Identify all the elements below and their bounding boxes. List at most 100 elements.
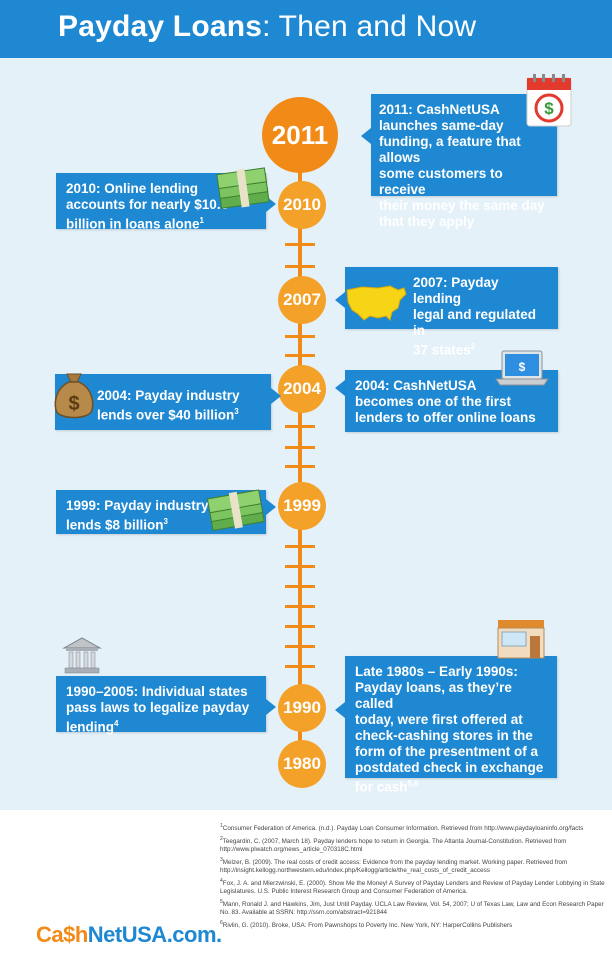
event-line: becomes one of the first — [355, 394, 512, 409]
year-node-2007: 2007 — [278, 276, 326, 324]
event-line: 37 states2 — [413, 339, 548, 359]
callout-arrow — [271, 388, 281, 404]
footnote-number: 6 — [220, 919, 223, 926]
event-line: 2011: CashNetUSA — [379, 102, 500, 117]
event-line-text: lends $8 billion — [66, 517, 164, 533]
year-node-1980: 1980 — [278, 740, 326, 788]
event-line: billion in loans alone1 — [66, 213, 256, 233]
timeline-tick — [285, 565, 315, 568]
timeline-tick — [285, 605, 315, 608]
timeline-tick — [285, 425, 315, 428]
footnote-text: Rivlin, G. (2010). Broke, USA: From Pawn… — [222, 921, 513, 929]
event-card-2004-industry: 2004: Payday industry lends over $40 bil… — [55, 374, 271, 430]
bank-building-icon — [62, 637, 102, 674]
footnote: 1Consumer Federation of America. (n.d.).… — [220, 822, 605, 833]
event-line: 2007: Payday lending — [413, 275, 499, 306]
page-title: Payday Loans: Then and Now — [58, 10, 476, 44]
event-line: lenders to offer online loans — [355, 410, 536, 425]
callout-arrow — [335, 702, 345, 718]
year-node-1999: 1999 — [278, 482, 326, 530]
timeline-axis — [298, 140, 302, 760]
event-line: check-cashing stores in the — [355, 728, 533, 743]
footnote-ref: 5,6 — [407, 779, 419, 788]
event-line: Late 1980s – Early 1990s: — [355, 664, 518, 679]
page-title-rest: : Then and Now — [262, 10, 477, 43]
timeline-tick — [285, 665, 315, 668]
money-stack-icon — [216, 167, 270, 209]
event-line: lends over $40 billion3 — [97, 404, 261, 424]
event-line: postdated check in exchange — [355, 760, 544, 775]
footnote: 3Melzer, B. (2009). The real costs of cr… — [220, 856, 605, 876]
event-line: 2010: Online lending — [66, 181, 199, 196]
svg-text:$: $ — [544, 99, 554, 118]
footnote-ref: 2 — [470, 342, 476, 351]
footnote-ref: 3 — [163, 517, 168, 526]
timeline-tick — [285, 545, 315, 548]
callout-arrow — [361, 128, 371, 144]
event-line: 2004: Payday industry — [97, 388, 240, 403]
footnote-number: 4 — [220, 877, 223, 884]
timeline-tick — [285, 446, 315, 449]
storefront-icon — [497, 620, 545, 659]
footnote-text: Mann, Ronald J. and Hawkins, Jim, Just U… — [220, 900, 604, 917]
timeline-tick — [285, 265, 315, 268]
callout-arrow — [335, 380, 345, 396]
event-line-text: 37 states — [413, 342, 471, 358]
page-title-bold: Payday Loans — [58, 10, 263, 43]
svg-text:$: $ — [519, 360, 526, 374]
callout-arrow — [266, 196, 276, 212]
logo-part-cash: Ca$h — [36, 922, 88, 947]
timeline-tick — [285, 625, 315, 628]
event-line: lends $8 billion3 — [66, 514, 256, 534]
timeline-tick — [285, 465, 315, 468]
event-line-text: for cash — [355, 779, 408, 795]
svg-text:$: $ — [68, 393, 79, 415]
footnote-number: 5 — [220, 898, 223, 905]
money-stack-icon — [206, 489, 265, 532]
event-card-late-1980s: Late 1980s – Early 1990s: Payday loans, … — [345, 656, 557, 795]
event-line: 1999: Payday industry — [66, 498, 209, 513]
footnote: 4Fox, J. A. and Mierzwinski, E. (2000). … — [220, 877, 605, 897]
header-banner: Payday Loans: Then and Now — [0, 0, 612, 58]
event-line: 2004: CashNetUSA — [355, 378, 477, 393]
footnote-number: 1 — [220, 823, 223, 829]
timeline-tick — [285, 585, 315, 588]
year-node-1990: 1990 — [278, 684, 326, 732]
footnote-number: 2 — [220, 835, 223, 842]
footnote: 5Mann, Ronald J. and Hawkins, Jim, Just … — [220, 898, 605, 918]
footnote-text: Teegardin, C. (2007, March 18). Payday l… — [220, 837, 567, 854]
footnotes-list: 1Consumer Federation of America. (n.d.).… — [220, 822, 605, 932]
event-line: launches same-day — [379, 118, 504, 133]
event-line-text: billion in loans alone — [66, 216, 200, 232]
event-line: funding, a feature that allows — [379, 134, 521, 165]
timeline-tick — [285, 335, 315, 338]
year-node-2011: 2011 — [262, 97, 338, 173]
footnote-text: Consumer Federation of America. (n.d.). … — [222, 825, 584, 833]
footnote-text: Fox, J. A. and Mierzwinski, E. (2000). S… — [220, 879, 605, 896]
event-line: lending4 — [66, 716, 256, 736]
event-card-1990-2005: 1990–2005: Individual states pass laws t… — [56, 676, 266, 735]
calendar-dollar-icon: $ — [526, 74, 572, 127]
event-line-text: lending — [66, 719, 114, 735]
footnote-ref: 3 — [234, 407, 239, 416]
footnote-ref: 1 — [199, 216, 204, 225]
money-bag-icon: $ — [54, 373, 94, 419]
event-line: Payday loans, as they’re called — [355, 680, 512, 711]
cashnetusa-logo: Ca$hNetUSA.com. — [36, 922, 222, 948]
footnote: 2Teegardin, C. (2007, March 18). Payday … — [220, 835, 605, 855]
event-line: that they apply — [379, 214, 475, 229]
timeline-tick — [285, 243, 315, 246]
event-line: accounts for nearly $10.8 — [66, 197, 229, 212]
event-line: legal and regulated in — [413, 307, 537, 338]
timeline-tick — [285, 354, 315, 357]
laptop-icon: $ — [495, 350, 549, 386]
us-map-icon — [346, 285, 407, 321]
footnote-text: Melzer, B. (2009). The real costs of cre… — [220, 858, 568, 875]
year-node-2004: 2004 — [278, 365, 326, 413]
callout-arrow — [335, 292, 345, 308]
callout-arrow — [266, 499, 276, 515]
year-node-2010: 2010 — [278, 181, 326, 229]
footnote-ref: 4 — [114, 719, 119, 728]
footnote-number: 3 — [220, 856, 223, 863]
